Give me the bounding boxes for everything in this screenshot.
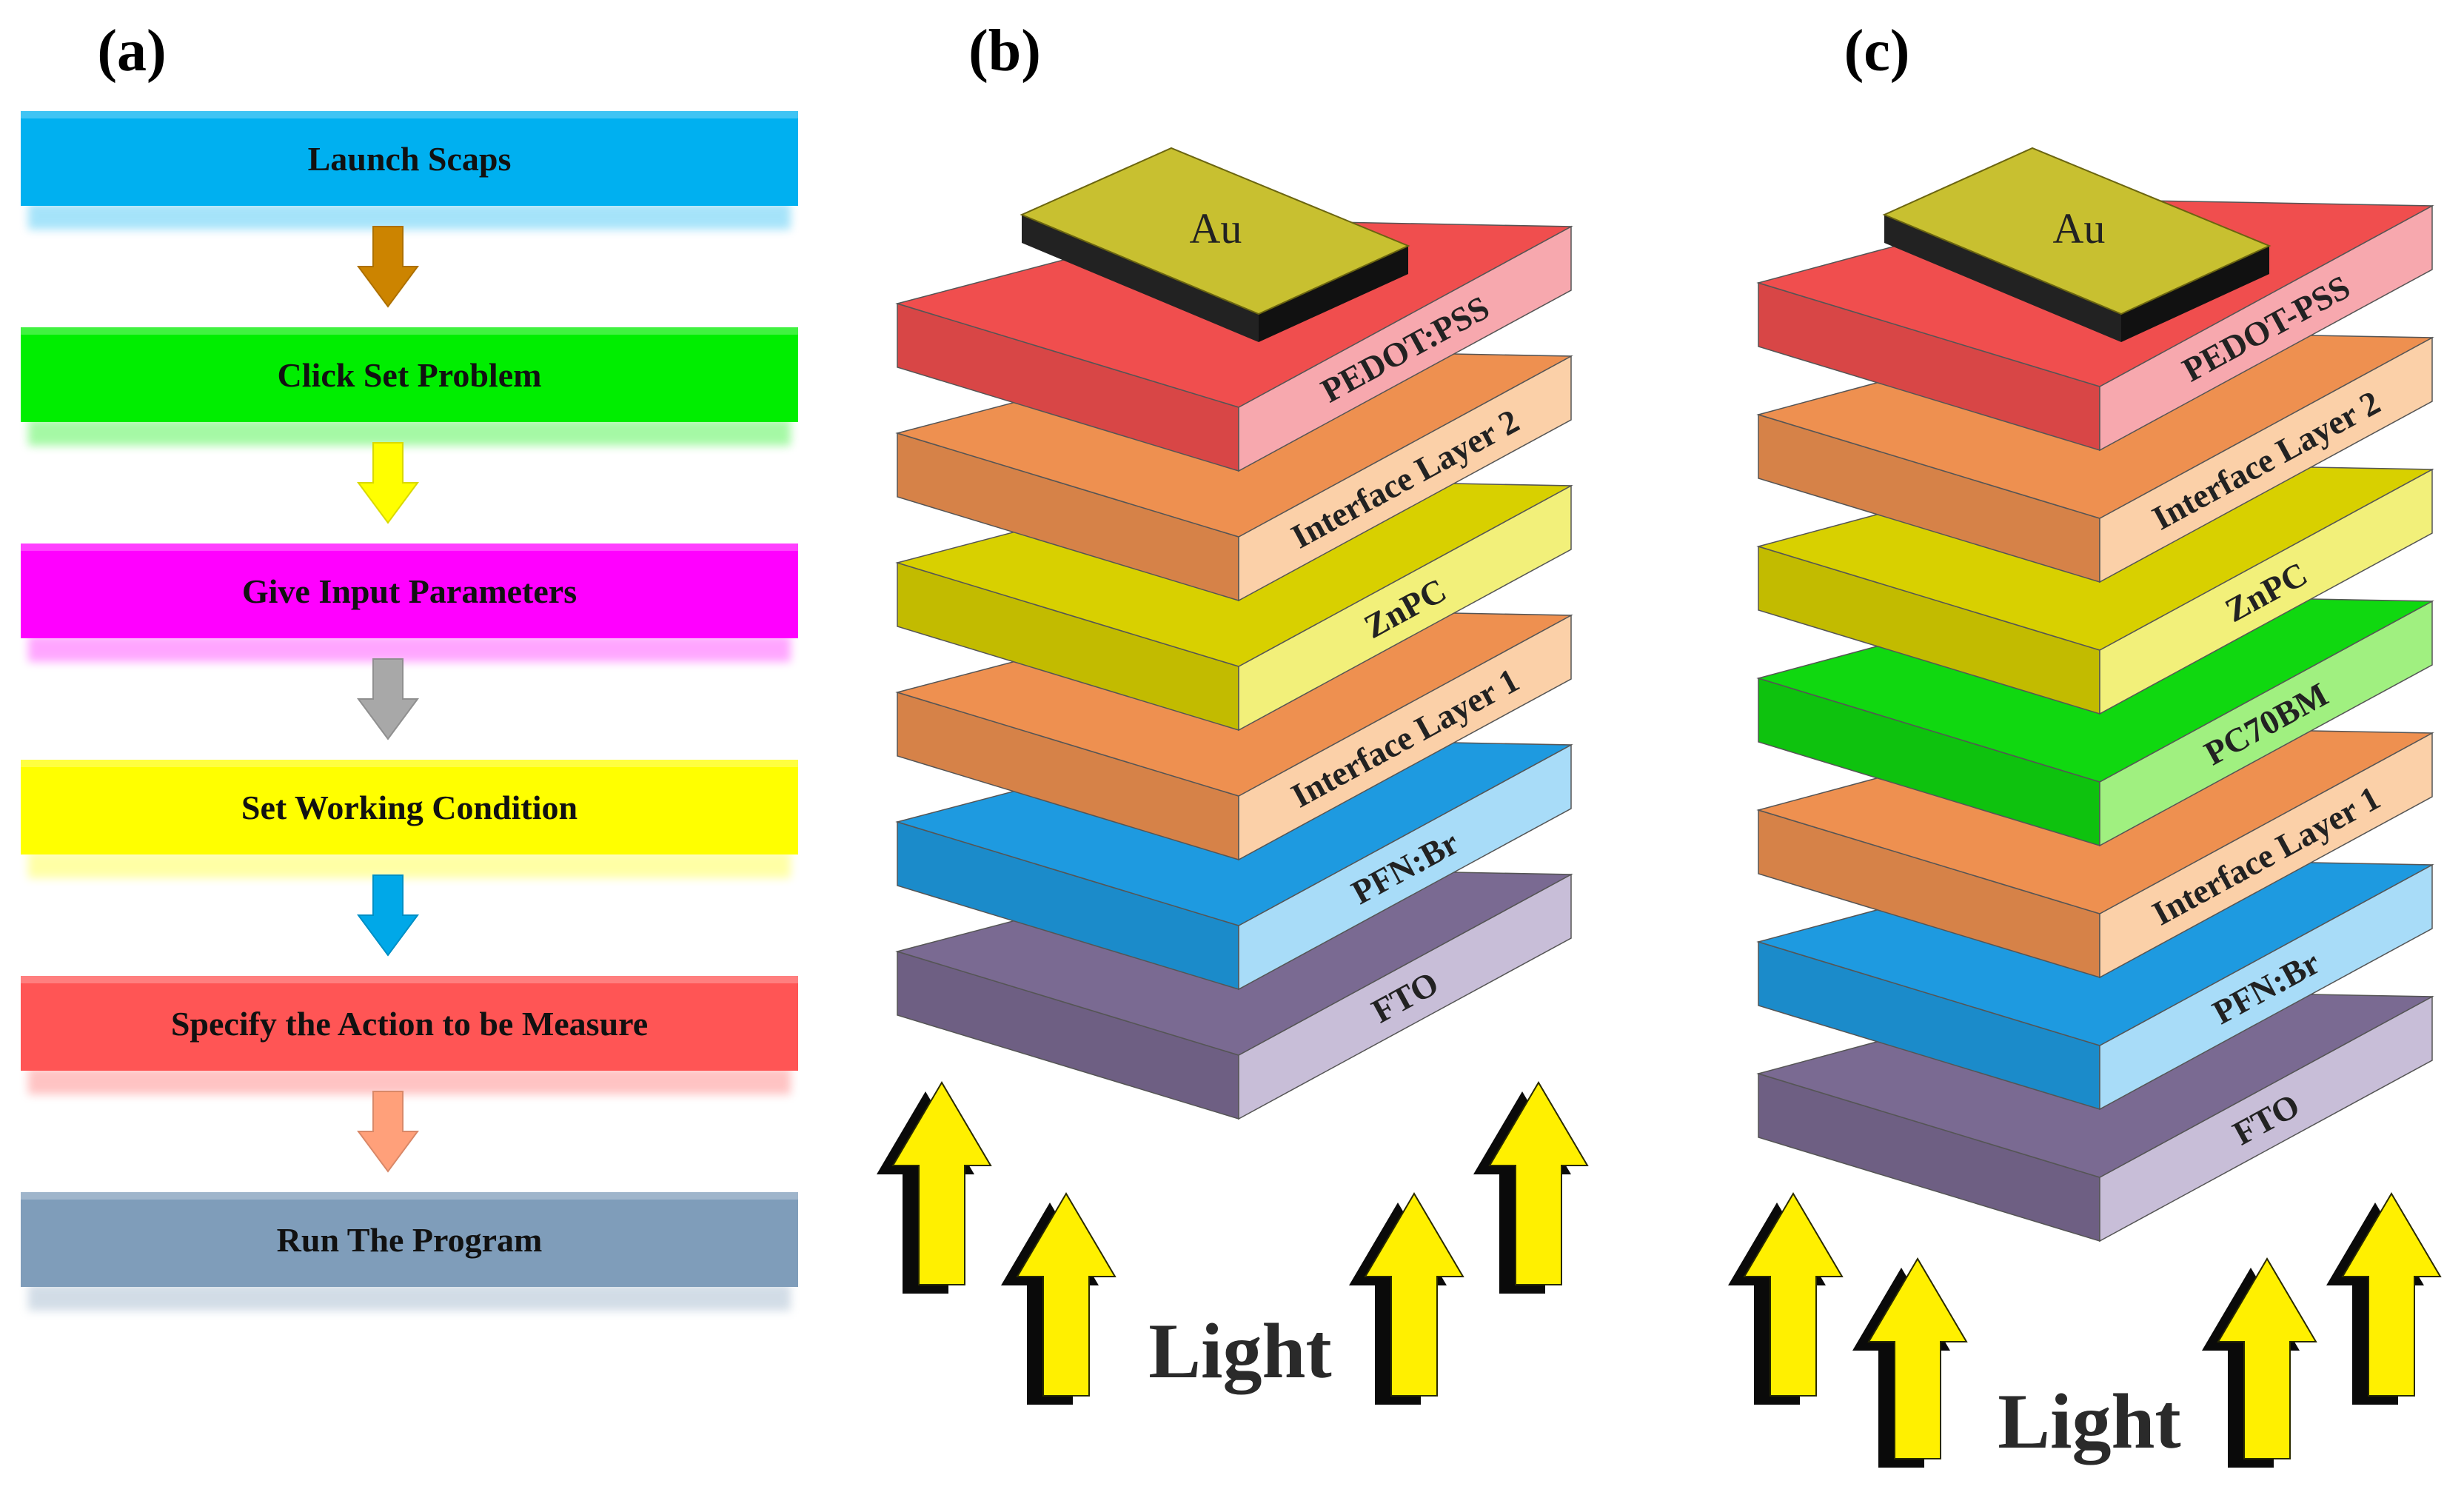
- au-side: [2121, 246, 2269, 342]
- step-box: [21, 1192, 798, 1287]
- panel-b-light-arrows: [877, 1081, 1589, 1405]
- step-box-shadow: [28, 635, 791, 662]
- light-arrow: [1488, 1081, 1589, 1285]
- light-arrow: [1364, 1192, 1464, 1397]
- flow-arrow: [357, 442, 419, 524]
- step-box: [21, 976, 798, 1071]
- light-arrow: [1867, 1257, 1968, 1459]
- light-arrow: [2341, 1192, 2442, 1397]
- step-box-highlight: [21, 760, 798, 767]
- au-electrode: Au: [1882, 147, 2272, 342]
- au-top: [1882, 147, 2272, 315]
- step-box-shadow: [28, 1068, 791, 1094]
- panel-b-light-label: Light: [1148, 1308, 1331, 1394]
- step-box: [21, 544, 798, 638]
- step-box: [21, 111, 798, 206]
- panel-a-label: (a): [97, 19, 166, 84]
- au-label: Au: [1190, 204, 1242, 252]
- step-box-highlight: [21, 327, 798, 335]
- step-box-highlight: [21, 544, 798, 551]
- flow-arrow: [357, 658, 419, 740]
- au-label: Au: [2053, 204, 2106, 252]
- step-label: Set Working Condition: [241, 789, 578, 826]
- panel-c-light-label: Light: [1998, 1378, 2180, 1465]
- flow-arrow: [357, 1091, 419, 1173]
- flow-arrow: [357, 874, 419, 957]
- step-label: Run The Program: [277, 1221, 543, 1259]
- au-side: [1022, 215, 1259, 342]
- light-arrow: [1016, 1192, 1116, 1397]
- flow-arrow: [357, 226, 419, 308]
- step-box: [21, 760, 798, 854]
- step-box-shadow: [28, 852, 791, 878]
- step-box-highlight: [21, 111, 798, 118]
- panel-c-light-arrows: [1728, 1192, 2442, 1468]
- light-arrow: [2217, 1257, 2317, 1459]
- au-side: [1259, 246, 1408, 342]
- step-box-shadow: [28, 419, 791, 446]
- step-box-shadow: [28, 203, 791, 230]
- step-label: Give Input Parameters: [242, 572, 577, 610]
- step-box: [21, 327, 798, 422]
- step-label: Launch Scaps: [308, 140, 512, 178]
- light-arrow: [891, 1081, 992, 1285]
- light-arrow: [1743, 1192, 1844, 1397]
- step-box-shadow: [28, 1284, 791, 1311]
- au-electrode: Au: [1020, 147, 1410, 342]
- panel-b-label: (b): [968, 19, 1041, 84]
- au-side: [1884, 215, 2121, 342]
- step-label: Specify the Action to be Measure: [171, 1005, 648, 1043]
- step-box-highlight: [21, 976, 798, 983]
- step-box-highlight: [21, 1192, 798, 1200]
- panel-c-label: (c): [1844, 19, 1910, 84]
- au-top: [1020, 147, 1410, 315]
- step-label: Click Set Problem: [278, 356, 542, 394]
